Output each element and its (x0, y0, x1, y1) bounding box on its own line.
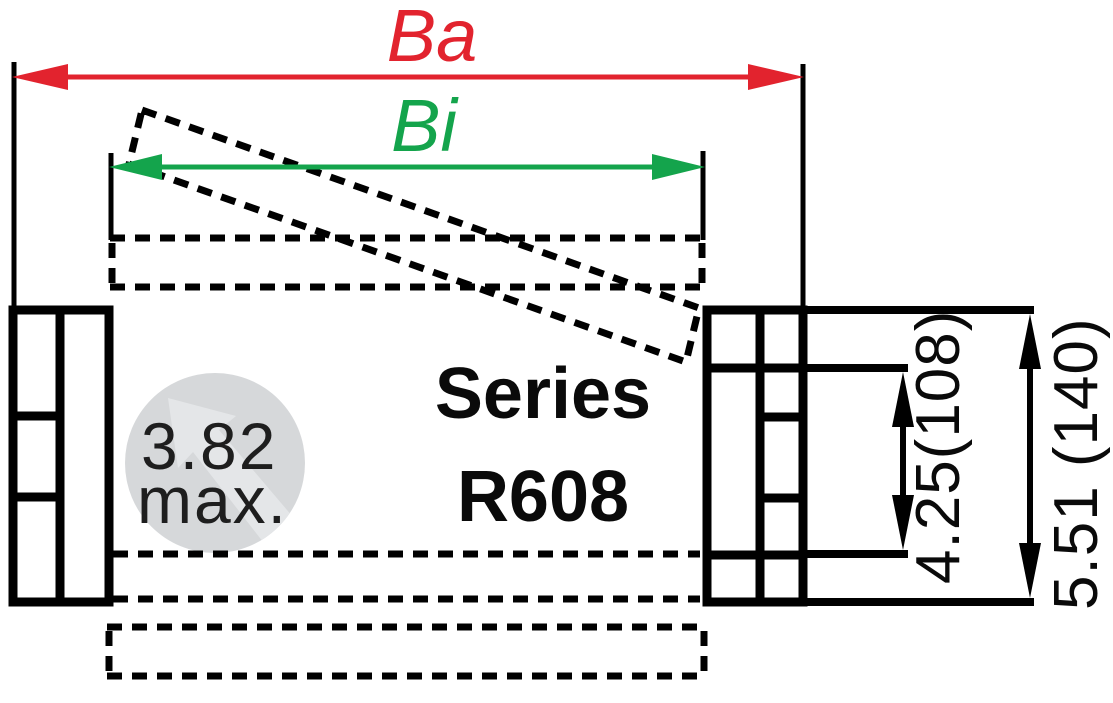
bend-radius-max-label: max. (137, 463, 288, 537)
left-end-bracket (8, 305, 114, 607)
watermark (125, 373, 305, 553)
bi-arrowhead-left-icon (109, 154, 162, 180)
outer-width-dimension: Ba (11, 0, 806, 310)
inner-height-dimension-label: 4.25(108) (904, 310, 973, 584)
bend-radius-value: 3.82 (141, 409, 277, 483)
series-title: Series R608 (435, 354, 651, 537)
ba-arrowhead-right-icon (748, 64, 804, 90)
bend-radius-note: 3.82 max. (137, 409, 288, 537)
bi-dimension-label: Bi (391, 84, 459, 167)
outer-height-arrowhead-down-icon (1019, 543, 1041, 598)
height-dimensions: 4.25(108) 5.51 (140) (803, 306, 1111, 610)
outer-height-arrowhead-up-icon (1019, 314, 1041, 369)
series-title-line1: Series (435, 354, 651, 434)
chain-outline-rotated-dashed (124, 105, 704, 367)
outer-height-dimension-label: 5.51 (140) (1042, 317, 1111, 610)
inner-width-dimension: Bi (108, 84, 706, 240)
series-title-line2: R608 (457, 457, 629, 537)
right-end-bracket (702, 305, 808, 607)
watermark-arrow-icon (168, 398, 304, 553)
inner-height-arrowhead-up-icon (892, 372, 914, 427)
ba-dimension-label: Ba (387, 0, 478, 77)
chain-band-upper-dashed (108, 234, 706, 291)
bi-arrowhead-right-icon (652, 154, 705, 180)
chain-band-middle-dashed (113, 550, 700, 603)
chain-band-lower-dashed (105, 623, 708, 680)
ba-arrowhead-left-icon (12, 64, 68, 90)
right-bracket-outline (702, 305, 808, 607)
inner-height-arrowhead-down-icon (892, 495, 914, 550)
